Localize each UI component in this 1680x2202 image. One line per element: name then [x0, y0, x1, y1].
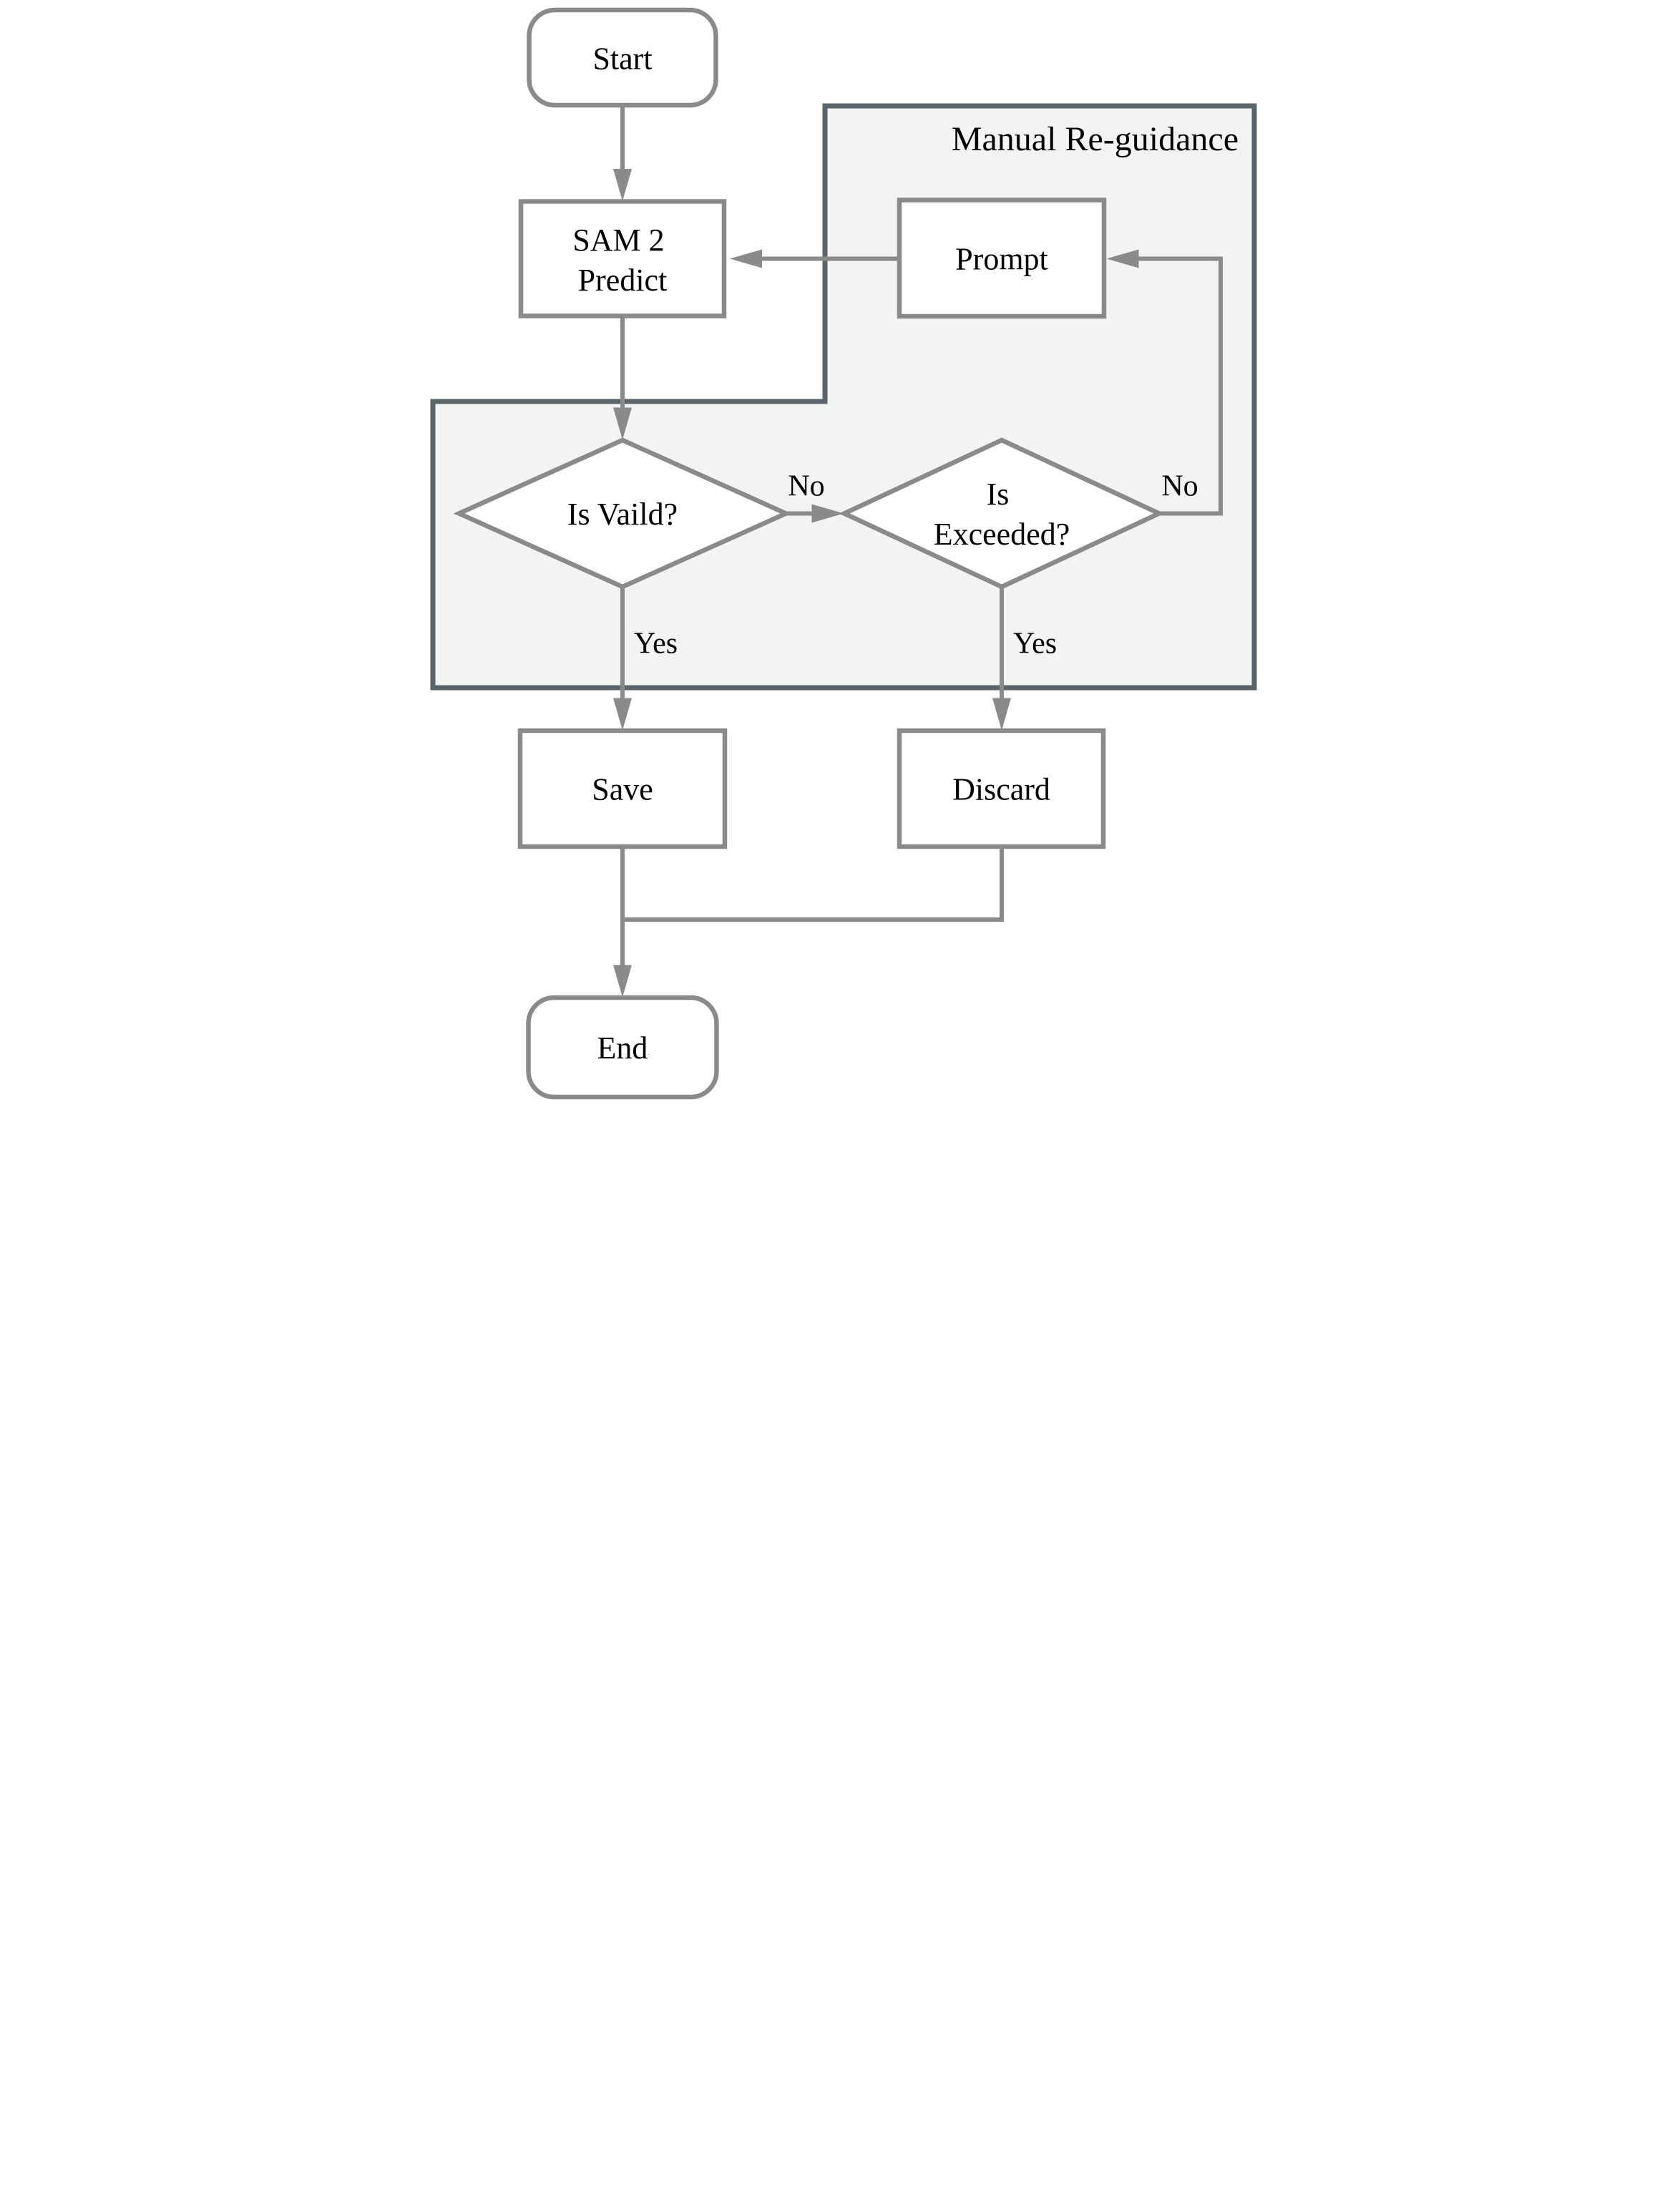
- edge-label-isexceeded-no: No: [1161, 470, 1198, 503]
- node-prompt: Prompt: [897, 198, 1107, 319]
- node-end: End: [526, 995, 719, 1100]
- edge-discard-to-join: [625, 847, 1004, 922]
- is-exceeded-label-line2: Exceeded?: [934, 517, 1070, 552]
- is-valid-label: Is Vaild?: [567, 497, 678, 532]
- sam2-predict-shape: [518, 199, 727, 318]
- edges: [613, 105, 1223, 998]
- start-terminator-shape: [527, 7, 718, 108]
- sam2-predict-label-line2: Predict: [578, 263, 668, 298]
- node-save: Save: [517, 728, 728, 849]
- edge-label-isvalid-yes: Yes: [634, 628, 678, 661]
- edge-label-isexceeded-yes: Yes: [1013, 628, 1057, 661]
- start-label: Start: [592, 42, 652, 77]
- sam2-predict-label-line1: SAM 2: [572, 223, 664, 258]
- discard-shape: [897, 728, 1106, 849]
- is-valid-decision-shape: [453, 437, 792, 590]
- region-outline: [430, 103, 1257, 691]
- edge-label-isvalid-no: No: [788, 470, 824, 503]
- node-discard: Discard: [897, 728, 1106, 849]
- flowchart-canvas: Manual Re-guidance No No Yes Yes Start: [430, 7, 1257, 1100]
- sam2-predict-label: SAM 2 Predict: [572, 223, 672, 298]
- prompt-label: Prompt: [955, 242, 1048, 277]
- node-start: Start: [527, 7, 718, 108]
- edge-isexceeded-to-prompt: [1106, 249, 1223, 516]
- discard-label: Discard: [952, 772, 1050, 807]
- node-sam2-predict: SAM 2 Predict: [518, 199, 727, 318]
- edge-labels: No No Yes Yes: [634, 470, 1198, 661]
- end-terminator-shape: [526, 995, 719, 1100]
- page: Manual Re-guidance No No Yes Yes Start: [430, 7, 1257, 1100]
- is-exceeded-label-line1: Is: [987, 477, 1010, 512]
- region-label: Manual Re-guidance: [952, 120, 1239, 158]
- save-label: Save: [592, 772, 653, 807]
- save-shape: [517, 728, 728, 849]
- node-is-exceeded: Is Exceeded?: [839, 437, 1165, 590]
- is-exceeded-decision-shape: [839, 437, 1165, 590]
- node-is-valid: Is Vaild?: [453, 437, 792, 590]
- prompt-shape: [897, 198, 1107, 319]
- is-exceeded-label: Is Exceeded?: [934, 477, 1070, 552]
- region-manual-reguidance: Manual Re-guidance: [430, 103, 1257, 691]
- end-label: End: [597, 1031, 648, 1066]
